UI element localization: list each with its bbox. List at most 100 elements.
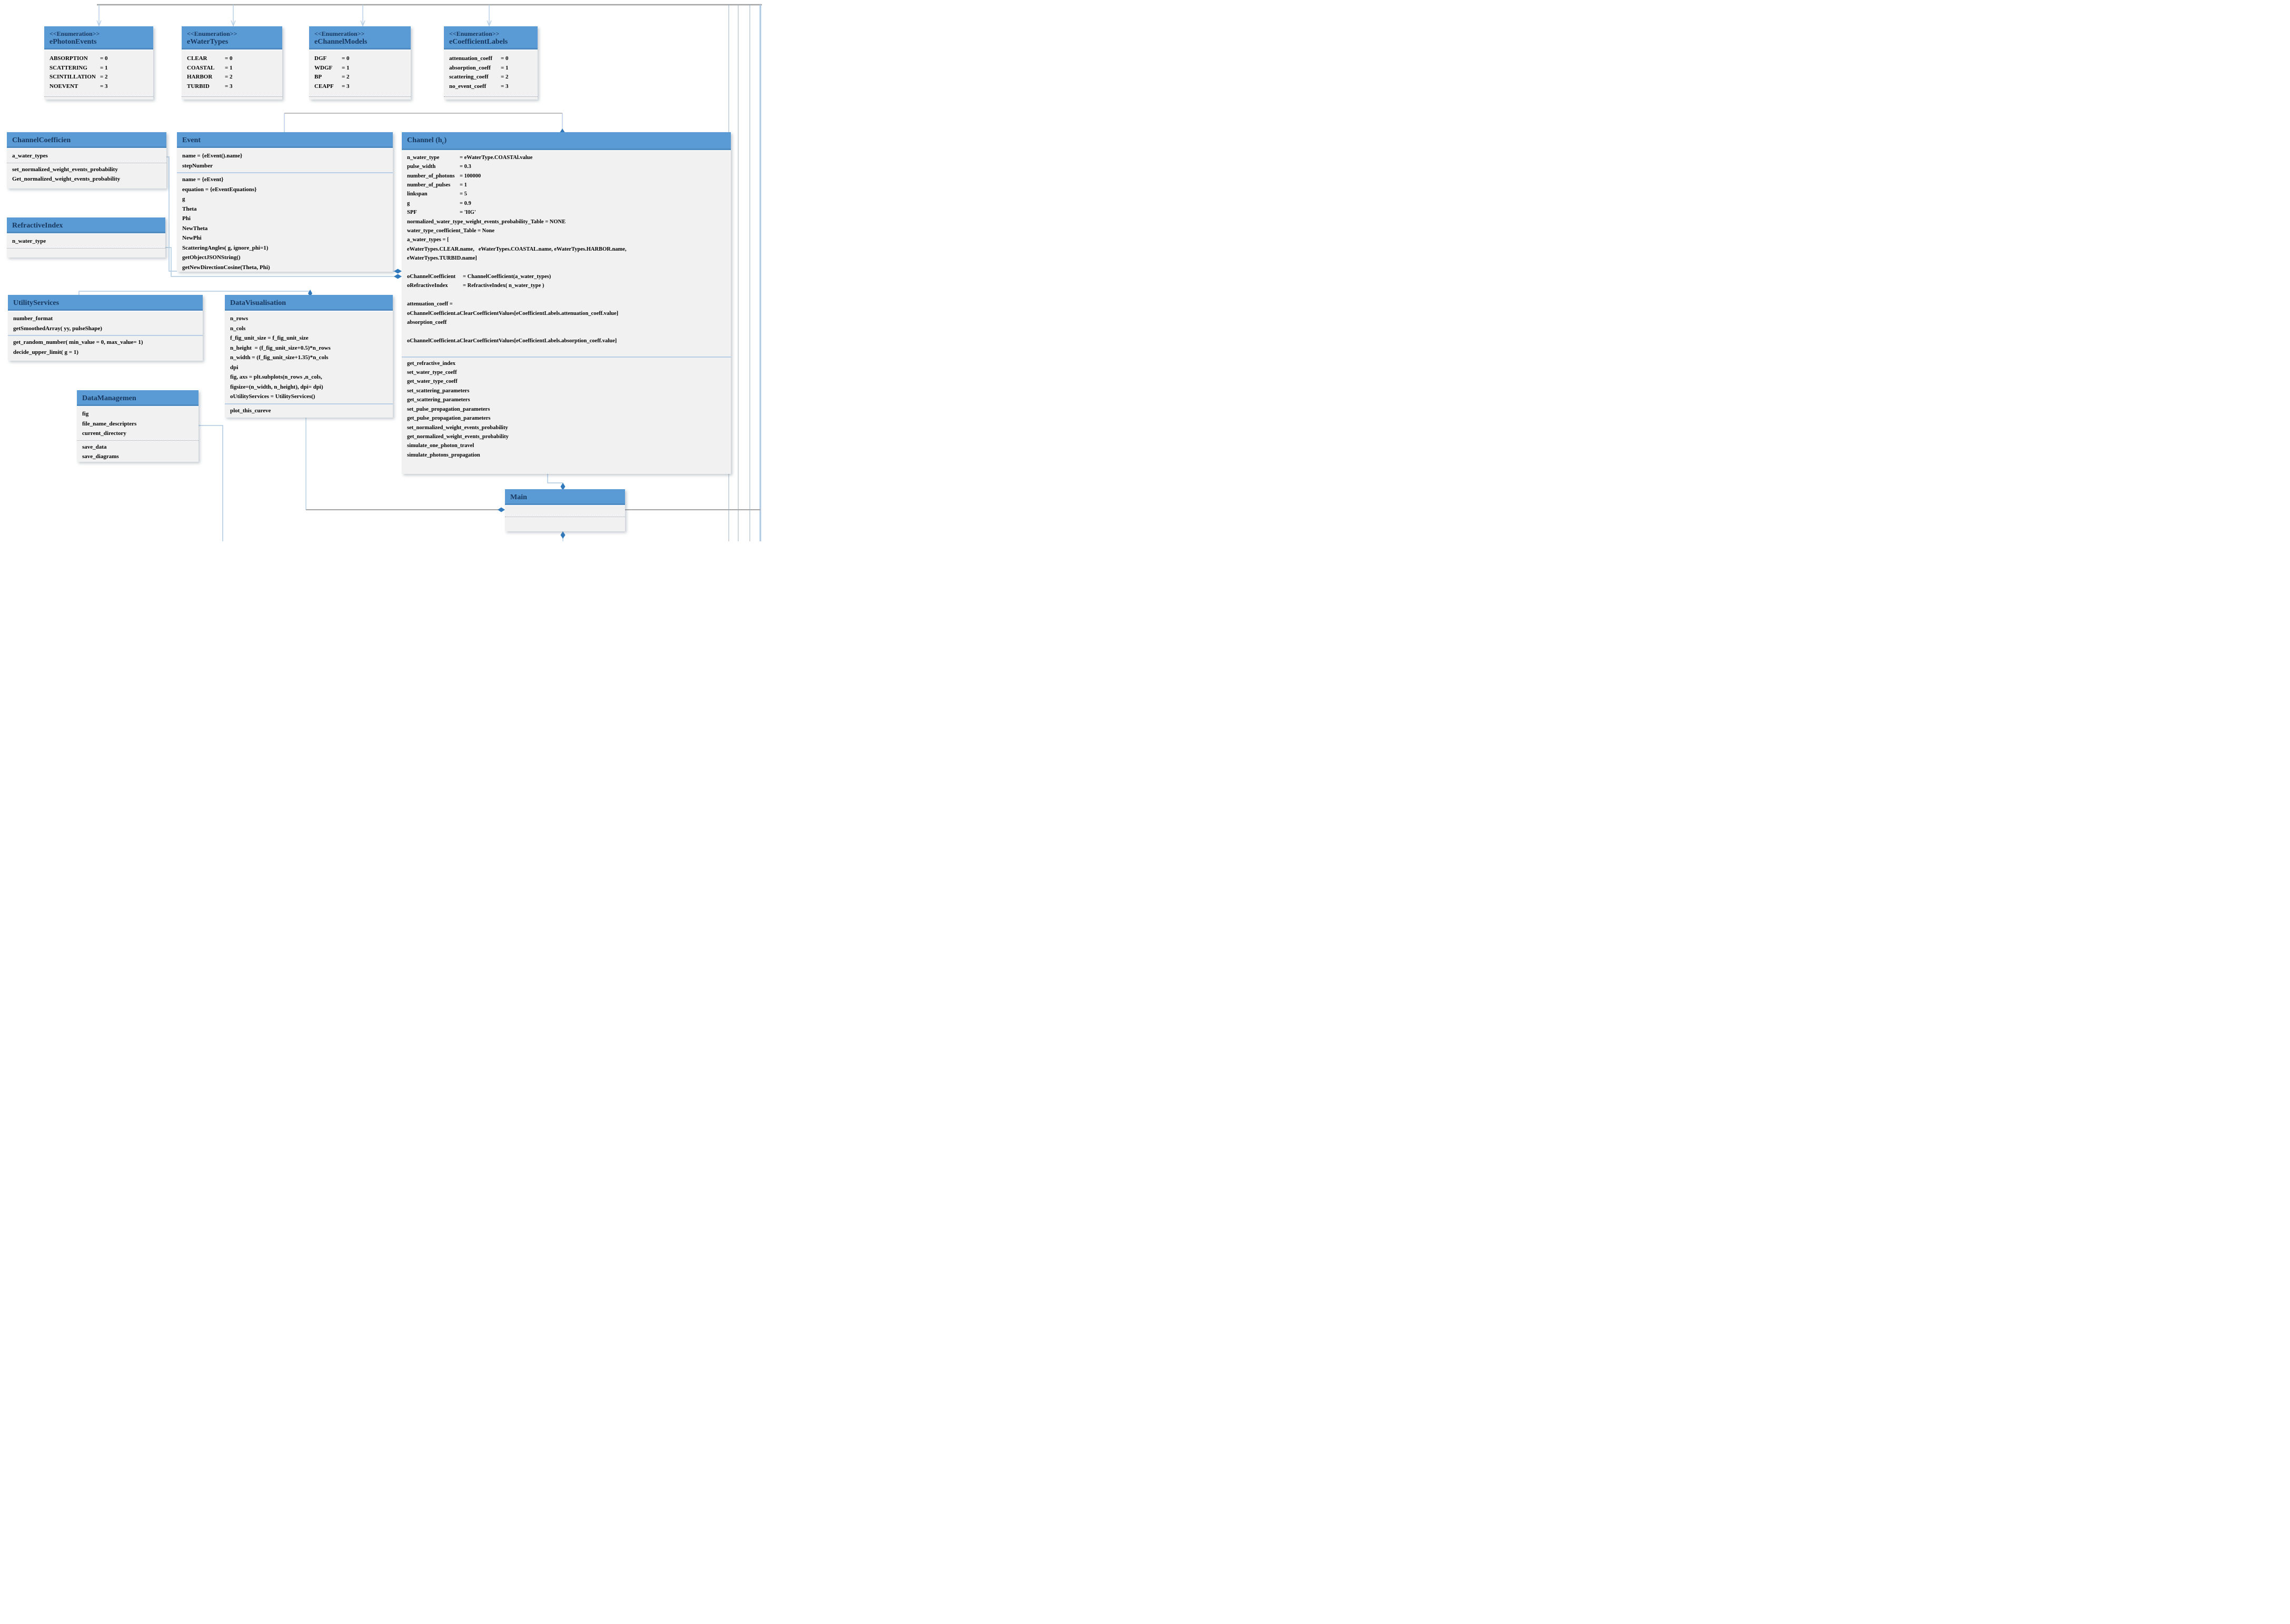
enum-name: ePhotonEvents <box>49 38 97 46</box>
attributes-section: normalized_water_type_weight_events_prob… <box>407 217 726 272</box>
enum-entry: DGF= 0 <box>314 55 350 62</box>
attribute-line: pulse_width= 0.3 <box>407 164 471 170</box>
enum-header: <<Enumeration>> eChannelModels <box>309 26 411 51</box>
attribute-line: oRefractiveIndex= RefractiveIndex( n_wat… <box>407 283 544 289</box>
enum-entry: WDGF= 1 <box>314 64 350 71</box>
method-line: Phi <box>182 215 191 222</box>
enum-drop-arrows <box>96 5 492 27</box>
class-header: Event <box>177 132 393 149</box>
method-line: getObjectJSONString() <box>182 254 241 261</box>
enum-stereotype: <<Enumeration>> <box>187 30 237 37</box>
attribute-line: fig <box>82 411 89 417</box>
enum-entry: SCINTILLATION= 2 <box>49 74 108 80</box>
attribute-line: linkspan= 5 <box>407 191 467 197</box>
class-name: Event <box>182 136 201 144</box>
enum-entry: ABSORPTION= 0 <box>49 55 108 62</box>
method-line: set_pulse_propagation_parameters <box>407 406 490 412</box>
section-divider <box>7 247 165 249</box>
enum-entry: CEAPF= 3 <box>314 83 350 90</box>
class-channelcoefficien-box: ChannelCoefficien a_water_types set_norm… <box>7 132 166 189</box>
enum-footer-divider <box>44 96 153 97</box>
connector-layer <box>78 4 762 541</box>
class-main-box: Main <box>505 489 625 531</box>
enum-entry: CLEAR= 0 <box>187 55 233 62</box>
class-name: DataManagemen <box>82 394 136 402</box>
class-name: Main <box>510 493 527 501</box>
attribute-line: name = {eEvent().name} <box>182 153 243 159</box>
class-header: RefractiveIndex <box>7 217 165 234</box>
attribute-line: current_directory <box>82 430 126 437</box>
datamanagemen-line <box>199 425 223 541</box>
channel-main-line <box>547 474 563 484</box>
method-line: set_normalized_weight_events_probability <box>12 166 118 173</box>
method-line: name = {eEvent} <box>182 176 224 183</box>
method-line: simulate_one_photon_travel <box>407 443 474 449</box>
attributes-section: a_water_types <box>12 151 161 161</box>
composition-diamond <box>560 531 566 539</box>
method-line: getNewDirectionCosine(Theta, Phi) <box>182 264 270 271</box>
enum-name: eChannelModels <box>314 38 368 46</box>
attribute-line: number_of_pulses= 1 <box>407 182 467 189</box>
attribute-line: attenuation_coeff = <box>407 301 453 308</box>
enum-stereotype: <<Enumeration>> <box>314 30 365 37</box>
enum-entry: HARBOR= 2 <box>187 74 233 80</box>
method-line: NewPhi <box>182 235 202 241</box>
attribute-line: oChannelCoefficient.aClearCoefficientVal… <box>407 338 617 344</box>
attributes-section: n_water_type <box>12 236 160 246</box>
attribute-line: file_name_descripters <box>82 420 137 427</box>
attribute-line: figsize=(n_width, n_height), dpi= dpi) <box>230 383 323 390</box>
attribute-line <box>407 263 726 272</box>
attribute-line: n_height = (f_fig_unit_size+0.5)*n_rows <box>230 344 331 351</box>
enum-entry: NOEVENT= 3 <box>49 83 108 90</box>
method-line: set_scattering_parameters <box>407 388 470 394</box>
section-divider <box>8 335 203 336</box>
enum-entry: TURBID= 3 <box>187 83 233 90</box>
attribute-line: a_water_types = [ <box>407 237 449 243</box>
class-body: a_water_types set_normalized_weight_even… <box>7 149 166 189</box>
class-name: RefractiveIndex <box>12 222 63 230</box>
class-name: DataVisualisation <box>230 299 286 307</box>
method-line: set_water_type_coeff <box>407 370 457 376</box>
class-name: UtilityServices <box>13 299 60 307</box>
utilityservices-datavisualisation-line <box>78 290 311 295</box>
attributes-section: attenuation_coeff = oChannelCoefficient.a… <box>407 291 726 355</box>
attribute-line: n_water_type <box>12 238 46 244</box>
method-line: get_normalized_weight_events_probability <box>407 433 509 440</box>
enum-ecoefficientlabels-box: <<Enumeration>> eCoefficientLabels atten… <box>444 26 538 100</box>
methods-section: get_random_number( min_value = 0, max_va… <box>13 338 197 357</box>
enum-entry: scattering_coeff= 2 <box>449 74 509 80</box>
methods-section: set_normalized_weight_events_probability… <box>12 165 161 184</box>
method-line: get_water_type_coeff <box>407 379 458 385</box>
attribute-line: normalized_water_type_weight_events_prob… <box>407 219 566 225</box>
enum-entry: absorption_coeff= 1 <box>449 64 509 71</box>
method-line: save_diagrams <box>82 453 119 460</box>
method-line: decide_upper_limit( g = 1) <box>13 349 78 355</box>
attribute-line: f_fig_unit_size = f_fig_unit_size <box>230 335 309 341</box>
class-name: ChannelCoefficien <box>12 136 71 144</box>
enum-entry: no_event_coeff= 3 <box>449 83 509 90</box>
section-divider <box>225 403 393 404</box>
method-line: get_random_number( min_value = 0, max_va… <box>13 339 143 345</box>
composition-diamond <box>560 483 566 490</box>
attribute-line: SPF= 'HG' <box>407 210 476 216</box>
class-header: DataVisualisation <box>225 295 393 312</box>
attribute-line: g= 0.9 <box>407 200 471 206</box>
class-header: Channel (hc) <box>402 132 731 151</box>
class-header: ChannelCoefficien <box>7 132 166 149</box>
attribute-line: stepNumber <box>182 162 213 169</box>
enum-header: <<Enumeration>> ePhotonEvents <box>44 26 153 51</box>
attribute-line: eWaterTypes.TURBID.name] <box>407 255 477 262</box>
enum-footer-divider <box>444 96 538 97</box>
